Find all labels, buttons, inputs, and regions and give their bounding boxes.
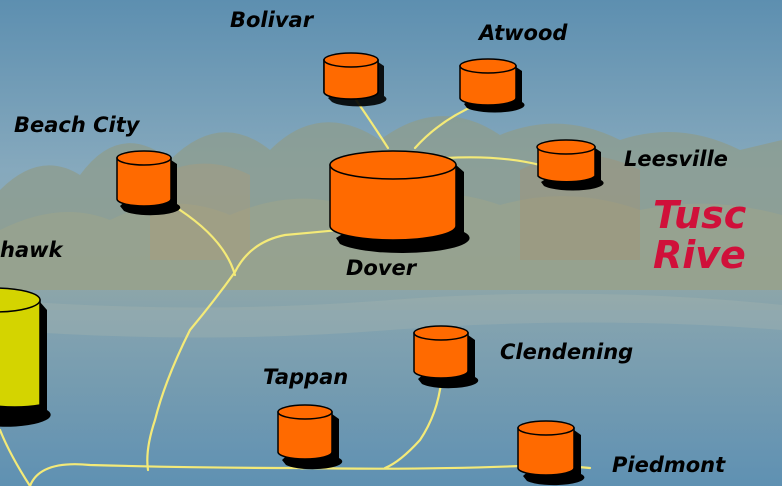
label-bolivar: Bolivar (230, 8, 314, 32)
label-piedmont: Piedmont (612, 453, 726, 477)
river-line-beach-city (178, 208, 237, 277)
reservoir-leesville (536, 139, 604, 191)
label-clendening: Clendening (500, 340, 634, 364)
label-dover: Dover (346, 256, 417, 280)
diagram-title-line1: Tusc (653, 193, 747, 237)
reservoir-atwood (459, 58, 525, 113)
label-beach-city: Beach City (14, 113, 140, 137)
diagram-title-line2: Rive (653, 232, 746, 277)
reservoir-bolivar (323, 52, 387, 107)
reservoir-piedmont (517, 420, 585, 486)
diagram-title: Tusc Rive (653, 193, 747, 277)
river-line-clendening (383, 370, 444, 470)
river-line-leesville (444, 156, 542, 167)
label-tappan: Tappan (263, 365, 349, 389)
label-mohawk: hawk (0, 238, 63, 262)
label-atwood: Atwood (479, 21, 568, 45)
reservoir-tappan (277, 404, 343, 470)
reservoir-beach-city (116, 150, 181, 216)
label-leesville: Leesville (624, 147, 728, 171)
river-line-dover (146, 223, 392, 472)
reservoir-clendening (413, 325, 479, 389)
reservoir-mohawk (0, 287, 51, 427)
reservoir-dover (329, 150, 470, 254)
river-line-mohawk (0, 428, 32, 486)
